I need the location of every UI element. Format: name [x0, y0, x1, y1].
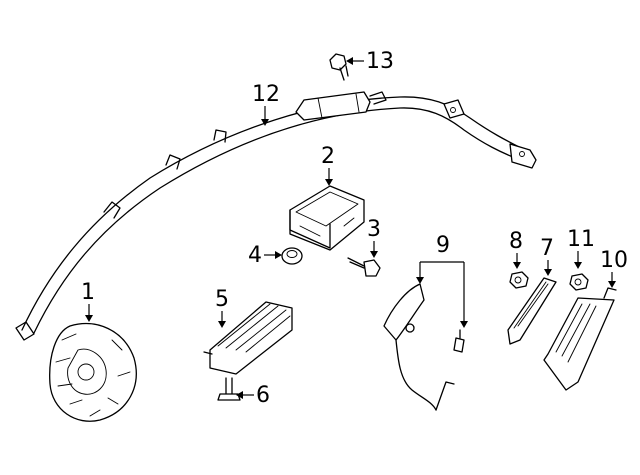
leader-4	[264, 251, 282, 259]
callout-12: 12	[252, 82, 280, 107]
callout-1: 1	[81, 280, 95, 305]
leader-8	[513, 253, 521, 269]
leader-10	[608, 272, 616, 288]
part-1-driver-airbag[interactable]	[49, 322, 137, 422]
callout-10: 10	[600, 248, 628, 273]
part-12-curtain-airbag[interactable]	[15, 91, 537, 341]
callout-2: 2	[321, 144, 335, 169]
callout-4: 4	[248, 243, 262, 268]
part-4-nut[interactable]	[281, 247, 303, 265]
callout-13: 13	[366, 49, 394, 74]
callout-11: 11	[567, 227, 595, 252]
callout-6: 6	[256, 383, 270, 408]
callout-8: 8	[509, 229, 523, 254]
part-10-side-airbag[interactable]	[543, 287, 617, 391]
leader-11	[574, 251, 582, 269]
leader-2	[325, 168, 333, 186]
part-5-knee-airbag[interactable]	[203, 301, 293, 375]
leader-1	[85, 304, 93, 322]
leader-9	[416, 261, 468, 328]
part-6-bolt[interactable]	[217, 377, 241, 401]
leader-5	[218, 311, 226, 328]
part-2-airbag-control-module[interactable]	[289, 185, 365, 251]
callout-9: 9	[436, 233, 450, 258]
callout-5: 5	[215, 287, 229, 312]
part-7-side-airbag[interactable]	[507, 277, 557, 345]
leader-13	[346, 57, 364, 65]
part-9-sensor-harness[interactable]	[383, 283, 465, 411]
part-11-nut[interactable]	[569, 273, 589, 291]
callout-3: 3	[367, 217, 381, 242]
leader-3	[370, 241, 378, 258]
part-3-screw[interactable]	[347, 257, 381, 277]
leader-7	[544, 260, 552, 276]
callout-7: 7	[540, 236, 554, 261]
part-13-bolt[interactable]	[329, 53, 349, 81]
leader-6	[236, 391, 254, 399]
leader-12	[261, 106, 269, 126]
part-8-nut[interactable]	[509, 271, 529, 289]
